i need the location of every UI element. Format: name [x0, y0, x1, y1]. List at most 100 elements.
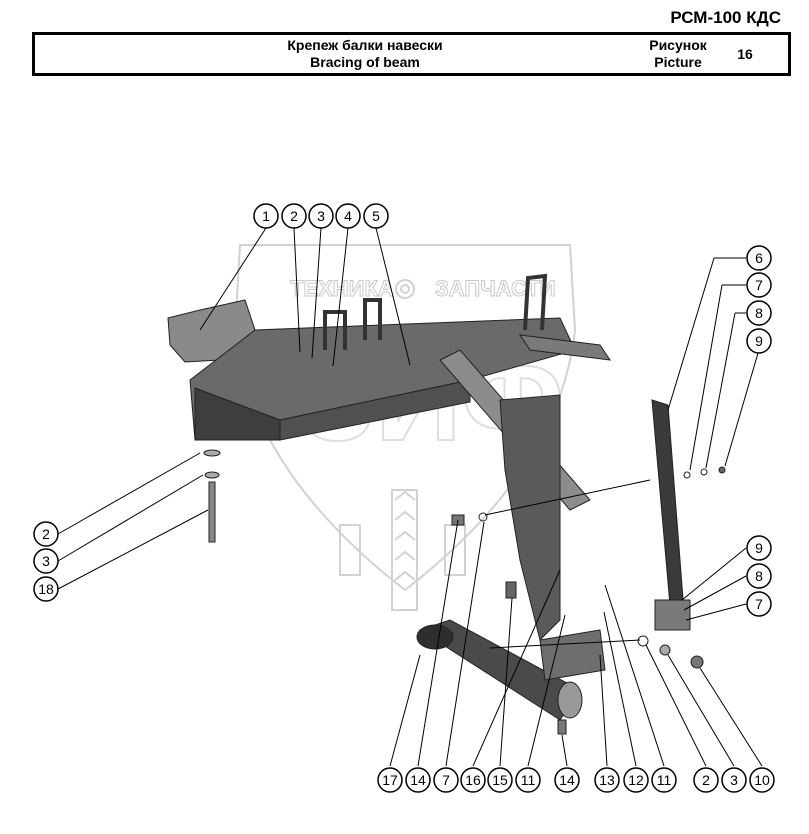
callout-circle — [693, 767, 719, 793]
callout-bottom-row-5: 15 — [487, 767, 513, 793]
support-foot — [654, 599, 691, 631]
washer-7-center — [478, 512, 488, 522]
watermark-right-word: ЗАПЧАСТИ — [435, 276, 556, 301]
leader-lines — [57, 227, 763, 767]
clamp-plate — [539, 629, 606, 681]
title-russian: Крепеж балки навески — [287, 37, 443, 53]
callout-circle — [746, 272, 772, 298]
assembly-line-2 — [489, 639, 641, 649]
callout-bottom-row-4: 16 — [460, 767, 486, 793]
washer-8 — [700, 468, 708, 476]
callout-circle — [308, 203, 334, 229]
bolt-15 — [505, 581, 517, 599]
callout-number: 3 — [730, 772, 738, 788]
callout-number: 14 — [559, 772, 575, 788]
callout-number: 10 — [754, 772, 770, 788]
callout-top-row-2: 2 — [281, 203, 307, 229]
callout-number: 5 — [372, 208, 380, 224]
tube-open-end — [557, 681, 583, 719]
callout-number: 4 — [344, 208, 352, 224]
callout-circle — [460, 767, 486, 793]
callout-circle — [594, 767, 620, 793]
callout-number: 7 — [755, 277, 763, 293]
u-bolt-3 — [523, 273, 548, 331]
callout-number: 11 — [521, 772, 536, 788]
tube-end — [416, 624, 454, 650]
gear-icon — [395, 279, 415, 299]
callout-circle — [746, 300, 772, 326]
callout-number: 8 — [755, 568, 763, 584]
callout-number: 8 — [755, 305, 763, 321]
callout-right-mid-column-2: 8 — [746, 563, 772, 589]
callout-circle — [377, 767, 403, 793]
callout-left-column-1: 2 — [33, 521, 59, 547]
callout-number: 6 — [755, 250, 763, 266]
callout-circle — [281, 203, 307, 229]
washer-left — [204, 471, 220, 479]
callout-circle — [651, 767, 677, 793]
callout-circle — [33, 576, 59, 602]
callout-circle — [405, 767, 431, 793]
callout-circle — [33, 548, 59, 574]
callout-top-row-5: 5 — [363, 203, 389, 229]
callout-right-top-column-3: 8 — [746, 300, 772, 326]
callout-circle — [33, 521, 59, 547]
callout-number: 18 — [38, 581, 54, 597]
washer-7 — [683, 471, 691, 479]
callout-number: 11 — [657, 772, 672, 788]
callout-circle — [746, 245, 772, 271]
washer-2 — [637, 635, 649, 647]
callout-circle — [721, 767, 747, 793]
figure-number: 16 — [737, 46, 753, 62]
callout-circle — [253, 203, 279, 229]
callout-bottom-row-11: 2 — [693, 767, 719, 793]
callout-circle — [746, 563, 772, 589]
washer-3 — [659, 644, 671, 656]
callout-circle — [515, 767, 541, 793]
callout-bottom-row-6: 11 — [515, 767, 541, 793]
callout-bottom-row-9: 12 — [623, 767, 649, 793]
callout-circle — [749, 767, 775, 793]
callout-number: 2 — [702, 772, 710, 788]
beam-side — [279, 379, 471, 441]
callout-left-column-3: 18 — [33, 576, 59, 602]
callout-number: 16 — [465, 772, 481, 788]
callout-bottom-row-13: 10 — [749, 767, 775, 793]
figure-label-russian: Рисунок — [649, 37, 707, 53]
callout-number: 17 — [382, 772, 398, 788]
callout-circle — [746, 328, 772, 354]
nut-9 — [718, 466, 726, 474]
bolt-18 — [208, 481, 216, 543]
nut-10 — [690, 655, 704, 669]
washer-left-top — [203, 449, 221, 457]
callout-right-top-column-1: 6 — [746, 245, 772, 271]
callout-circle — [746, 591, 772, 617]
beam-assembly — [167, 273, 726, 735]
callout-right-mid-column-1: 9 — [746, 535, 772, 561]
u-bolt-2 — [363, 298, 382, 340]
callout-bottom-row-2: 14 — [405, 767, 431, 793]
callout-circle — [433, 767, 459, 793]
bolt-14 — [557, 719, 567, 735]
callout-number: 7 — [442, 772, 450, 788]
callout-top-row-1: 1 — [253, 203, 279, 229]
callout-bottom-row-12: 3 — [721, 767, 747, 793]
callout-circle — [363, 203, 389, 229]
callout-bottom-row-8: 13 — [594, 767, 620, 793]
callout-number: 14 — [410, 772, 426, 788]
callout-number: 9 — [755, 540, 763, 556]
support-bar — [651, 399, 686, 629]
callout-bottom-row-1: 17 — [377, 767, 403, 793]
callout-top-row-3: 3 — [308, 203, 334, 229]
callout-circle — [746, 535, 772, 561]
callout-circle — [335, 203, 361, 229]
callout-bottom-row-3: 7 — [433, 767, 459, 793]
callout-number: 2 — [290, 208, 298, 224]
callout-number: 3 — [42, 553, 50, 569]
callout-number: 7 — [755, 596, 763, 612]
assembly-line-1 — [484, 479, 651, 516]
upper-arm — [518, 334, 612, 361]
model-name: РСМ-100 КДС — [670, 8, 781, 27]
